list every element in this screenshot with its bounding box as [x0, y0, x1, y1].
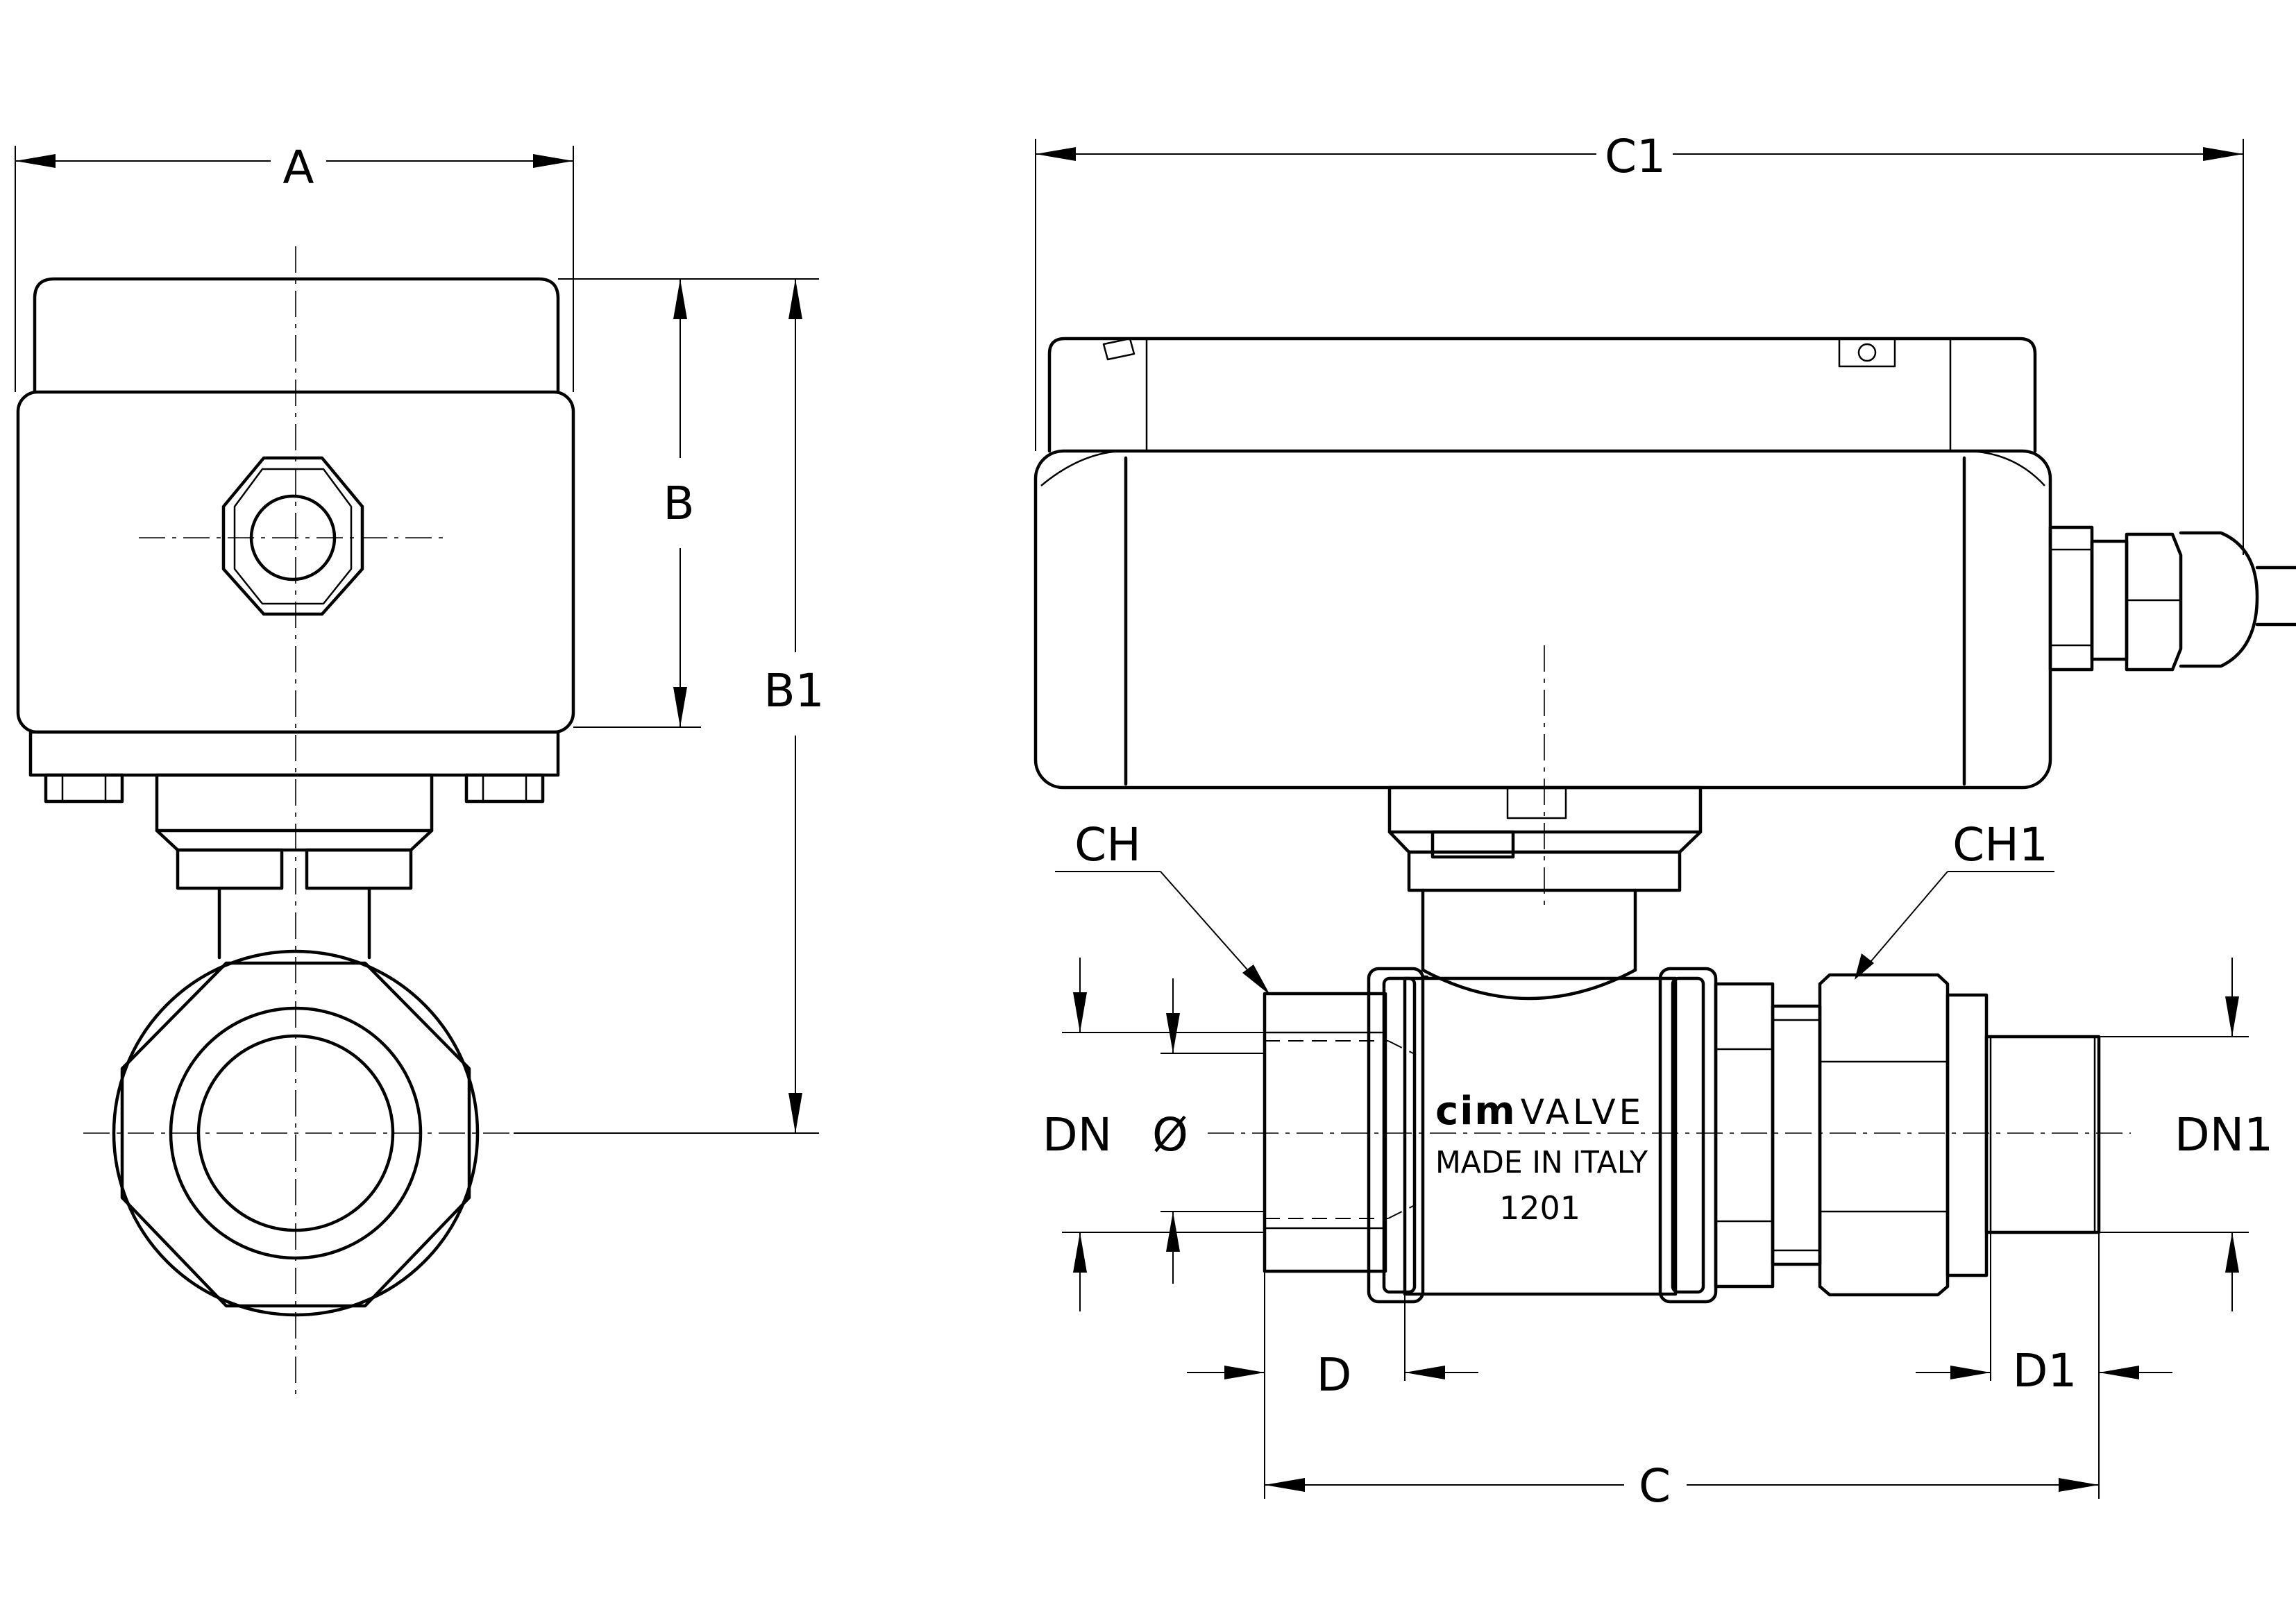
coupling-left [176, 848, 284, 890]
label-c1: C1 [1605, 130, 1666, 183]
union-hex-nut [1714, 982, 1822, 1289]
coupling-right [305, 848, 413, 890]
side-bolt [1430, 830, 1515, 859]
label-ch: CH [1074, 818, 1141, 872]
valve-body-centre [1403, 976, 1678, 1296]
valve-body-hex [120, 961, 471, 1308]
actuator-side-housing [1033, 449, 2052, 790]
right-male-thread [1984, 1035, 2101, 1234]
front-view [16, 246, 575, 1398]
left-collar [1367, 967, 1425, 1304]
actuator-base-plate [28, 730, 560, 777]
label-dn: DN [1043, 1108, 1112, 1162]
dimension-labels: A B B1 C1 CH CH1 DN Ø DN1 D D1 C [282, 130, 2273, 1513]
side-view-dimensions [1035, 139, 2249, 1499]
origin-marking: MADE IN ITALY [1435, 1145, 1648, 1180]
code-marking: 1201 [1499, 1189, 1580, 1227]
actuator-lid [1047, 337, 2037, 453]
union-swivel-nut [1818, 973, 1989, 1297]
cable-gland-nut [221, 456, 364, 616]
label-d: D [1317, 1348, 1352, 1402]
label-ch1: CH1 [1952, 818, 2048, 872]
cable-gland-side [2048, 525, 2296, 672]
bolt-left [44, 773, 124, 804]
label-d1: D1 [2013, 1344, 2077, 1397]
label-phi: Ø [1152, 1108, 1188, 1162]
side-bracket [1387, 785, 1703, 834]
front-view-dimensions [15, 146, 819, 1134]
label-c: C [1639, 1459, 1671, 1513]
valve-body-side [1421, 968, 1637, 1001]
actuator-cap [33, 277, 560, 394]
right-collar [1658, 967, 1718, 1304]
bolt-right [464, 773, 545, 804]
label-dn1: DN1 [2175, 1108, 2273, 1162]
label-a: A [282, 141, 314, 194]
label-b: B [663, 477, 694, 530]
bracket [155, 773, 434, 833]
label-b1: B1 [763, 664, 824, 717]
